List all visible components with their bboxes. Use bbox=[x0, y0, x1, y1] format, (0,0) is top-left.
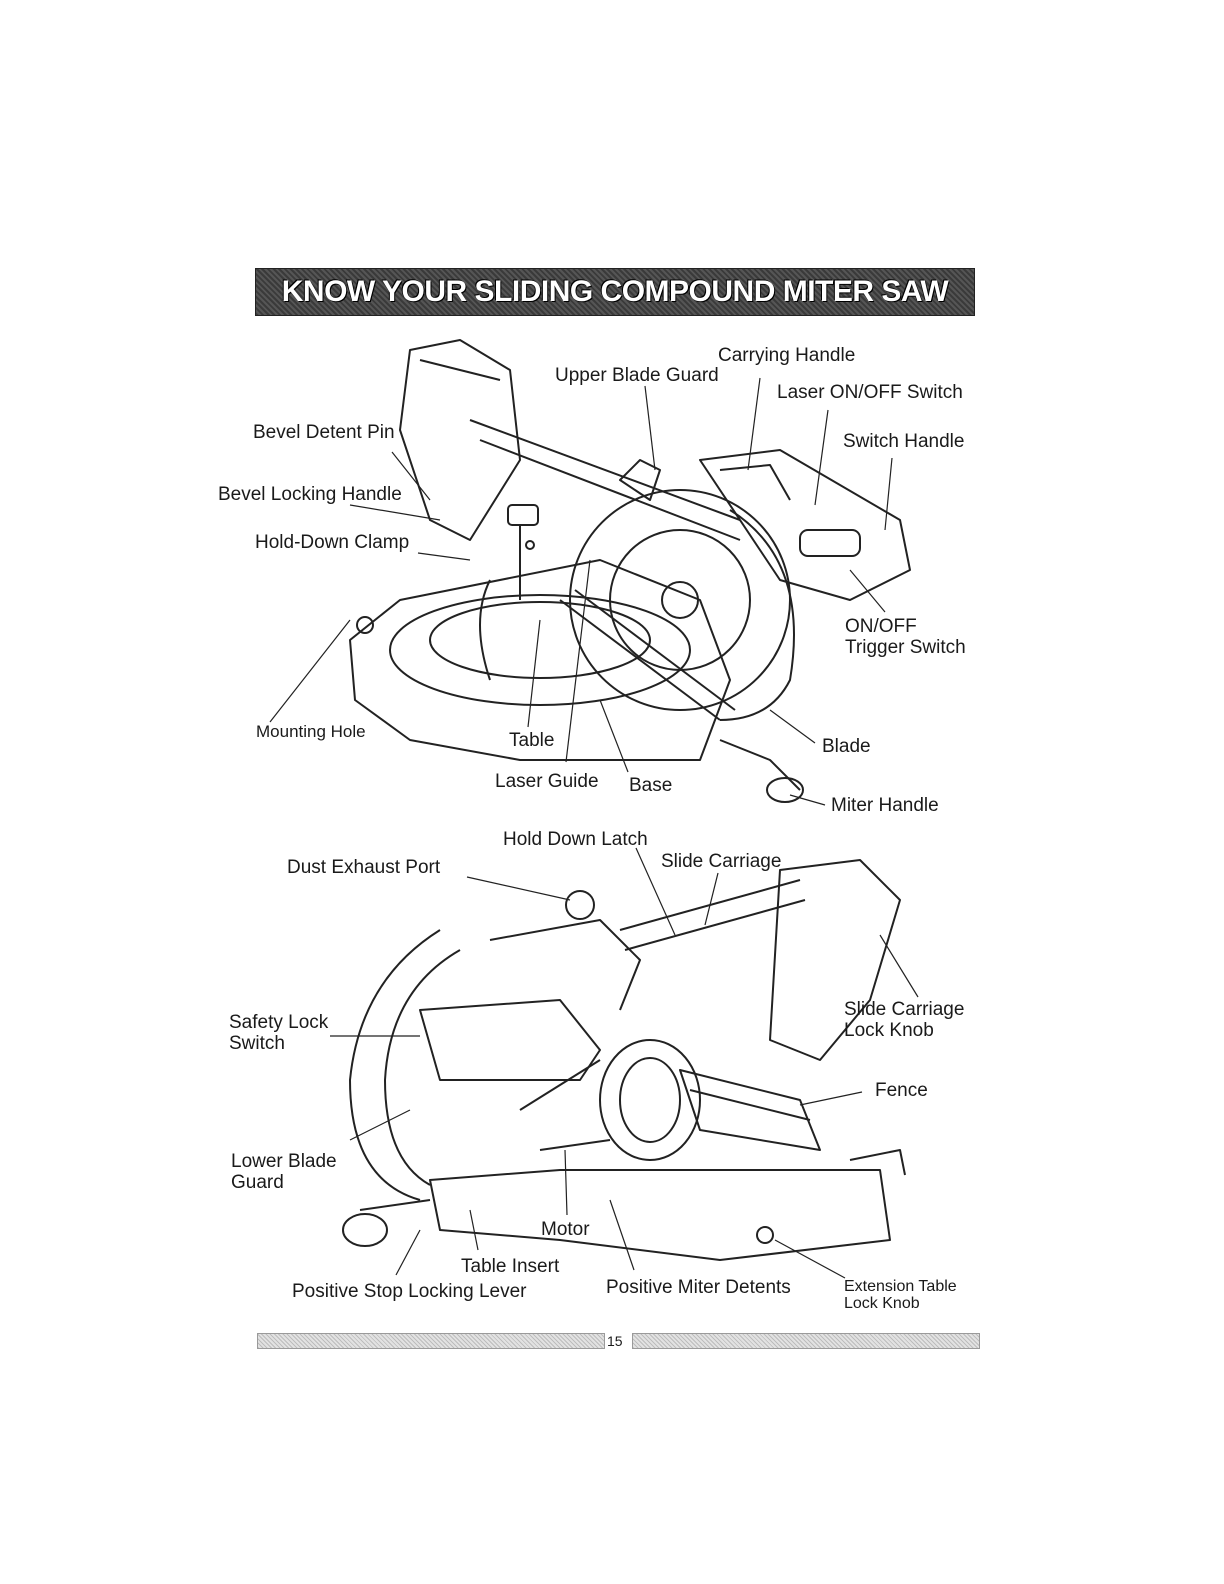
label-table-insert: Table Insert bbox=[461, 1256, 560, 1277]
label-safety-lock-switch: Safety Lock Switch bbox=[229, 1012, 329, 1054]
label-positive-miter-detents: Positive Miter Detents bbox=[606, 1277, 791, 1298]
label-blade: Blade bbox=[822, 736, 871, 757]
page-number: 15 bbox=[607, 1333, 623, 1349]
label-table: Table bbox=[509, 730, 555, 751]
label-laser-switch: Laser ON/OFF Switch bbox=[777, 382, 963, 403]
label-mounting-hole: Mounting Hole bbox=[256, 722, 366, 741]
label-carrying-handle: Carrying Handle bbox=[718, 345, 856, 366]
label-base: Base bbox=[629, 775, 673, 796]
top-saw-drawing bbox=[349, 339, 911, 803]
label-lower-blade-guard: Lower Blade Guard bbox=[231, 1151, 337, 1193]
label-dust-exhaust-port: Dust Exhaust Port bbox=[287, 857, 441, 878]
label-fence: Fence bbox=[875, 1080, 928, 1101]
label-trigger-switch: ON/OFF Trigger Switch bbox=[845, 616, 966, 658]
label-positive-stop-locking-lever: Positive Stop Locking Lever bbox=[292, 1281, 527, 1302]
bottom-saw-drawing bbox=[342, 859, 906, 1261]
label-bevel-locking-handle: Bevel Locking Handle bbox=[218, 484, 402, 505]
label-hold-down-clamp: Hold-Down Clamp bbox=[255, 532, 410, 553]
label-hold-down-latch: Hold Down Latch bbox=[503, 829, 648, 850]
label-slide-carriage: Slide Carriage bbox=[661, 851, 782, 872]
label-bevel-detent-pin: Bevel Detent Pin bbox=[253, 422, 395, 443]
label-upper-blade-guard: Upper Blade Guard bbox=[555, 365, 719, 386]
label-extension-table-lock-knob: Extension Table Lock Knob bbox=[844, 1278, 957, 1312]
section-title-banner: KNOW YOUR SLIDING COMPOUND MITER SAW bbox=[255, 268, 975, 316]
label-laser-guide: Laser Guide bbox=[495, 771, 599, 792]
label-miter-handle: Miter Handle bbox=[831, 795, 939, 816]
footer-bar-right bbox=[632, 1333, 980, 1349]
label-motor: Motor bbox=[541, 1219, 590, 1240]
section-title: KNOW YOUR SLIDING COMPOUND MITER SAW bbox=[281, 275, 949, 308]
footer-bar-left bbox=[257, 1333, 605, 1349]
label-slide-carriage-lock-knob: Slide Carriage Lock Knob bbox=[844, 999, 965, 1041]
label-switch-handle: Switch Handle bbox=[843, 431, 965, 452]
